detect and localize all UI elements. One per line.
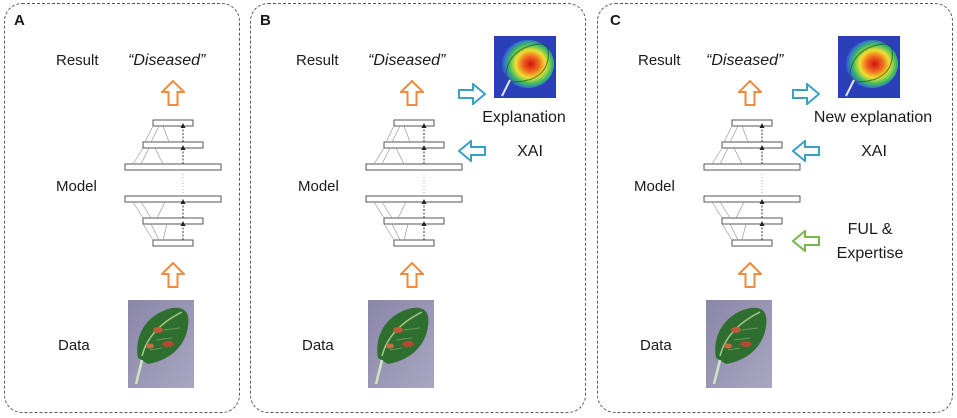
heatmap-image-icon — [494, 36, 556, 98]
result-label: Result — [638, 52, 681, 69]
result-value: “Diseased” — [128, 52, 206, 69]
result-value: “Diseased” — [368, 52, 446, 69]
panel-a — [4, 3, 240, 413]
model-label: Model — [56, 178, 97, 195]
leaf-image-icon — [368, 300, 434, 388]
feedback-label-line-2: Expertise — [836, 245, 904, 262]
result-value: “Diseased” — [706, 52, 784, 69]
data-label: Data — [302, 337, 334, 354]
up-arrow-icon — [161, 262, 185, 288]
network-diagram-icon — [123, 118, 223, 258]
result-label: Result — [56, 52, 99, 69]
up-arrow-icon — [738, 80, 762, 106]
model-label: Model — [298, 178, 339, 195]
result-label: Result — [296, 52, 339, 69]
arrow-left-icon — [458, 140, 486, 162]
new-explanation-label: New explanation — [813, 109, 933, 126]
network-diagram-icon — [364, 118, 464, 258]
up-arrow-icon — [400, 262, 424, 288]
heatmap-image-icon — [838, 36, 900, 98]
arrow-left-icon — [792, 140, 820, 162]
feedback-label-line-1: FUL & — [847, 221, 893, 238]
explanation-label: Explanation — [482, 109, 566, 126]
panel-label: C — [610, 12, 621, 29]
up-arrow-icon — [161, 80, 185, 106]
leaf-image-icon — [128, 300, 194, 388]
leaf-image-icon — [706, 300, 772, 388]
up-arrow-icon — [400, 80, 424, 106]
data-label: Data — [640, 337, 672, 354]
panel-c — [597, 3, 953, 413]
xai-label: XAI — [861, 143, 887, 160]
up-arrow-icon — [738, 262, 762, 288]
panel-label: A — [14, 12, 25, 29]
xai-label: XAI — [517, 143, 543, 160]
arrow-right-icon — [458, 83, 486, 105]
network-diagram-icon — [702, 118, 802, 258]
feedback-arrow-icon — [792, 230, 820, 252]
panel-b — [250, 3, 586, 413]
panel-label: B — [260, 12, 271, 29]
arrow-right-icon — [792, 83, 820, 105]
data-label: Data — [58, 337, 90, 354]
model-label: Model — [634, 178, 675, 195]
